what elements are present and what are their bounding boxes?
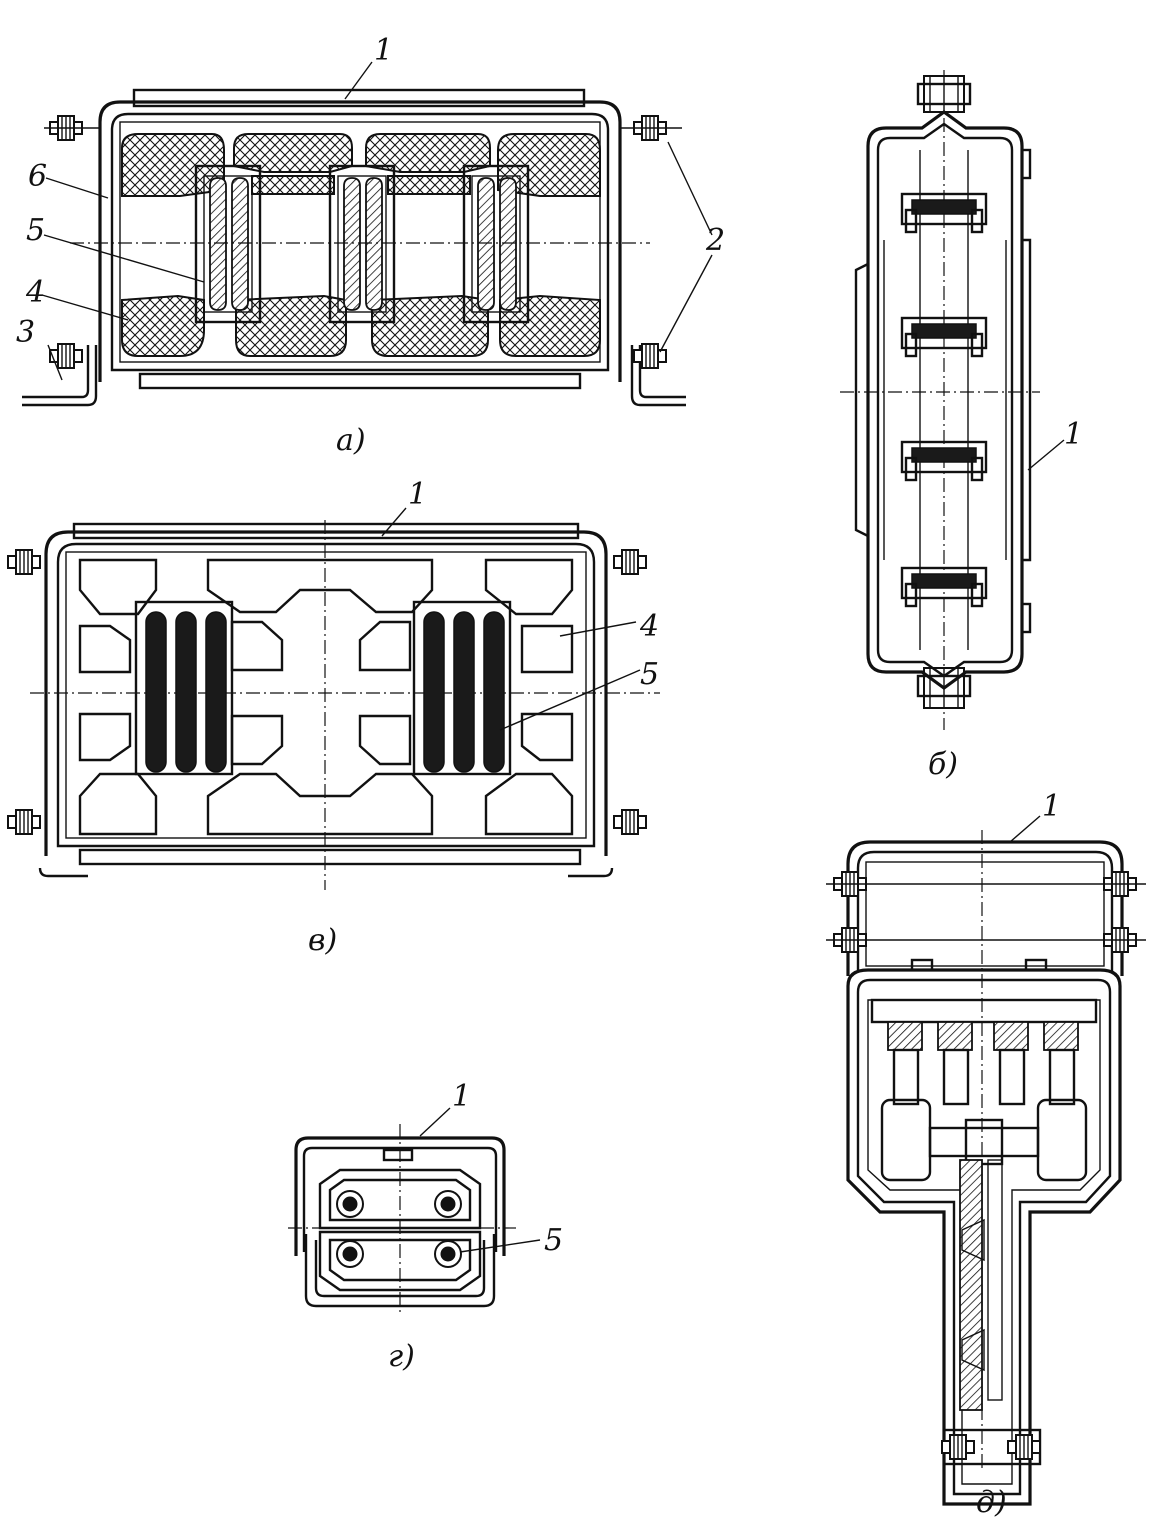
contact-assembly-1	[887, 1021, 923, 1106]
label-2: 2	[705, 223, 725, 258]
caption-v: в)	[308, 923, 337, 958]
figure-g: 1 5 г)	[288, 1079, 563, 1374]
roller-right	[1036, 1098, 1088, 1182]
busbar-holder-1	[194, 164, 262, 324]
figure-v: 1 4 5 в)	[7, 477, 660, 958]
casing-v	[44, 530, 608, 856]
conductor	[342, 1196, 358, 1212]
label-5: 5	[544, 1223, 563, 1258]
caption-b: б)	[928, 747, 958, 782]
label-4: 4	[639, 609, 659, 644]
top-channel-a	[132, 88, 586, 108]
label-1: 1	[408, 477, 427, 512]
caption-g: г)	[388, 1339, 415, 1374]
label-4: 4	[25, 275, 45, 310]
casing-b	[866, 110, 1024, 690]
label-5: 5	[26, 213, 45, 248]
contact-assembly-2	[937, 1021, 973, 1106]
caption-d: д)	[976, 1485, 1007, 1520]
figure-d: 1 д)	[826, 789, 1146, 1520]
casing-d	[846, 840, 1124, 976]
casing-a	[98, 100, 622, 382]
clamp-group-1	[900, 192, 988, 234]
label-1: 1	[452, 1079, 471, 1114]
caption-a: а)	[336, 423, 366, 458]
figure-a: 1 2 3 4 5 6 а)	[16, 33, 725, 458]
label-5: 5	[640, 657, 659, 692]
figure-b: 1 б)	[840, 70, 1083, 782]
casing-g	[294, 1136, 506, 1256]
label-1: 1	[1042, 789, 1061, 824]
label-1: 1	[1064, 417, 1083, 452]
contact-assembly-3	[993, 1021, 1029, 1106]
clamp-group-4	[900, 566, 988, 608]
contact-assembly-4	[1043, 1021, 1079, 1106]
clamp-group-2	[900, 316, 988, 358]
busbar	[145, 611, 167, 773]
busbar-holder-2	[328, 164, 396, 324]
label-3: 3	[16, 315, 35, 350]
insulation-block	[121, 133, 225, 197]
busbar-holder-3	[462, 164, 530, 324]
clamp-group-3	[900, 440, 988, 482]
label-1: 1	[374, 33, 393, 68]
roller-left	[880, 1098, 932, 1182]
label-6: 6	[28, 159, 47, 194]
